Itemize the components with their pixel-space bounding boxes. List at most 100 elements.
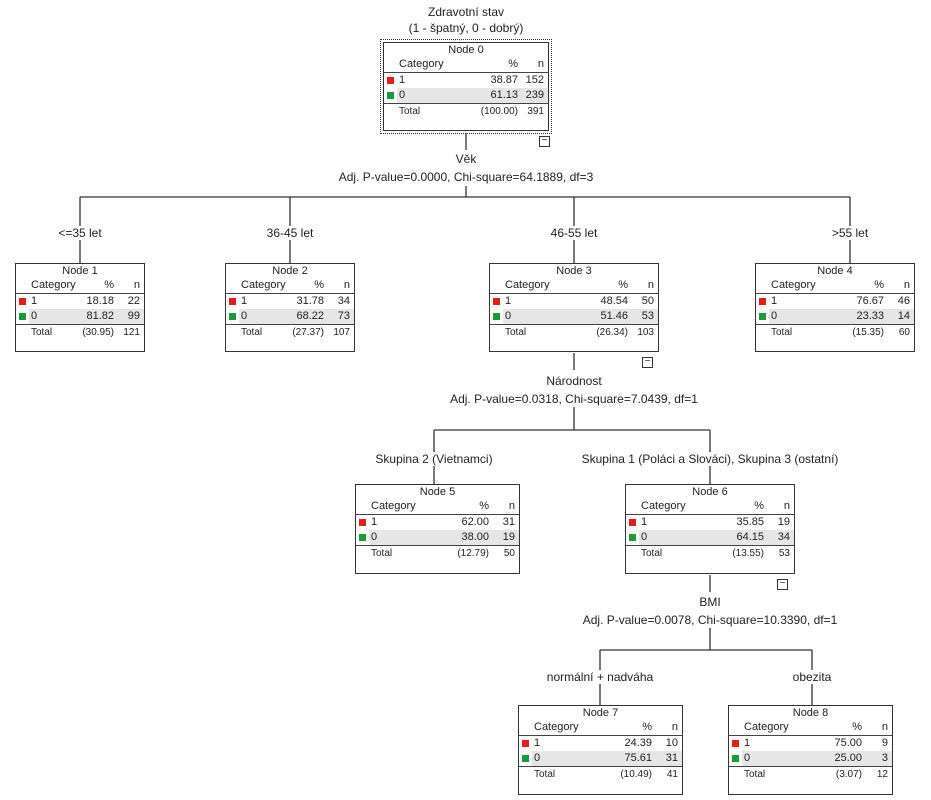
percent-value: 31.78 (296, 295, 324, 307)
percent-value: 81.82 (77, 309, 116, 325)
column-header-category: Category (503, 278, 552, 294)
total-percent: (15.35) (817, 324, 886, 340)
total-row: Total(30.95)121 (16, 324, 144, 340)
category-value: 1 (534, 737, 541, 749)
category-0-swatch (629, 533, 636, 541)
count-value: 19 (491, 530, 519, 546)
total-label: Total (397, 103, 446, 119)
category-1-swatch (387, 76, 394, 84)
branch-label: >55 let (831, 226, 869, 240)
split-variable-narodnost: Národnost (546, 374, 602, 388)
percent-value: 62.00 (461, 516, 489, 528)
percent-value: 76.67 (856, 295, 884, 307)
category-0-swatch (229, 312, 236, 320)
split-variable-vek: Věk (455, 152, 477, 166)
category-value: 1 (771, 295, 778, 307)
count-value: 46 (897, 295, 910, 307)
category-value: 0 (639, 530, 688, 546)
percent-value: 68.22 (287, 309, 326, 325)
target-variable-title: Zdravotní stav (427, 5, 505, 19)
node-title: Node 5 (419, 486, 456, 498)
category-value: 0 (369, 530, 418, 546)
node-title: Node 1 (62, 265, 98, 277)
column-header-category: Category (639, 499, 688, 515)
split-variable-bmi: BMI (699, 595, 721, 609)
node-title: Node 8 (792, 707, 829, 719)
category-value: 0 (742, 751, 791, 767)
branch-label: 46-55 let (550, 226, 598, 240)
total-label: Total (639, 545, 688, 561)
split-stats-bmi: Adj. P-value=0.0078, Chi-square=10.3390,… (582, 613, 838, 627)
node-title: Node 3 (556, 265, 592, 277)
total-percent: (27.37) (287, 324, 326, 340)
column-header-category: Category (532, 720, 581, 736)
count-value: 34 (337, 295, 350, 307)
total-row: Total(13.55)53 (626, 545, 794, 561)
table-row: 1 76.67 46 (756, 294, 914, 310)
category-value: 1 (31, 295, 38, 307)
column-header-n: n (766, 499, 794, 515)
percent-value: 25.00 (790, 751, 864, 767)
percent-value: 18.18 (86, 295, 114, 307)
collapse-node-button[interactable]: − (777, 579, 788, 590)
collapse-node-button[interactable]: − (539, 136, 550, 147)
column-header-category: Category (239, 278, 288, 294)
column-header-category: Category (742, 720, 791, 736)
count-value: 239 (520, 88, 548, 104)
column-header-category: Category (369, 499, 418, 515)
category-1-swatch (732, 739, 739, 747)
percent-value: 75.00 (834, 737, 862, 749)
percent-value: 35.85 (736, 516, 764, 528)
total-count: 107 (326, 324, 354, 340)
category-value: 0 (239, 309, 288, 325)
total-percent: (26.34) (551, 324, 630, 340)
node-title: Node 7 (582, 707, 619, 719)
total-label: Total (503, 324, 552, 340)
total-label: Total (532, 766, 581, 782)
total-label: Total (769, 324, 818, 340)
total-percent: (10.49) (580, 766, 654, 782)
total-count: 60 (886, 324, 914, 340)
count-value: 50 (641, 295, 654, 307)
collapse-node-button[interactable]: − (642, 357, 653, 368)
count-value: 34 (766, 530, 794, 546)
total-count: 53 (766, 545, 794, 561)
percent-value: 38.00 (417, 530, 491, 546)
category-1-swatch (629, 518, 636, 526)
column-header-percent: % (687, 499, 766, 515)
total-percent: (3.07) (790, 766, 864, 782)
count-value: 31 (502, 516, 515, 528)
total-count: 391 (520, 103, 548, 119)
category-value: 1 (399, 74, 406, 86)
column-header-percent: % (287, 278, 326, 294)
category-1-swatch (359, 518, 366, 526)
total-percent: (12.79) (417, 545, 491, 561)
branch-label: Skupina 1 (Poláci a Slováci), Skupina 3 … (581, 452, 839, 466)
total-row: Total(10.49)41 (519, 766, 682, 782)
category-1-swatch (522, 739, 529, 747)
total-count: 41 (654, 766, 682, 782)
branch-label: Skupina 2 (Vietnamci) (375, 452, 493, 466)
branch-label: normální + nadváha (546, 670, 654, 684)
category-value: 1 (744, 737, 751, 749)
count-value: 14 (886, 309, 914, 325)
column-header-n: n (520, 57, 548, 73)
percent-value: 38.87 (490, 74, 518, 86)
column-header-n: n (886, 278, 914, 294)
branch-label: 36-45 let (266, 226, 314, 240)
